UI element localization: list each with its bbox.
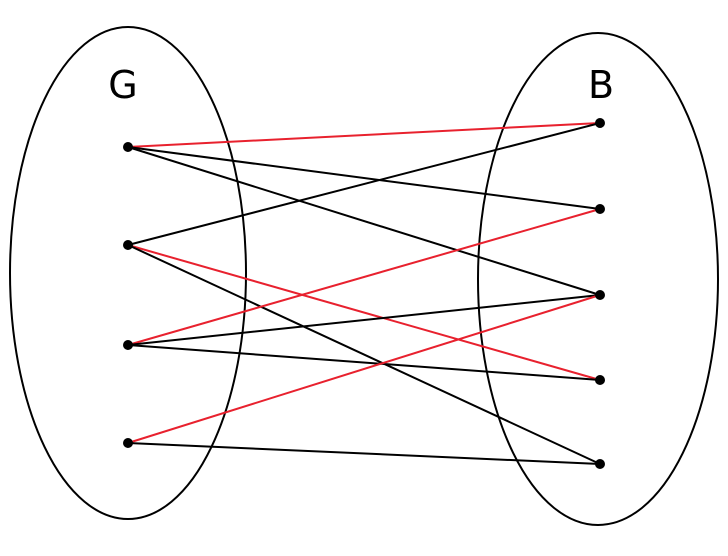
vertex-b1 (595, 118, 605, 128)
vertex-g1 (123, 142, 133, 152)
edge-g3-b2-matched (127, 208, 601, 346)
set-b-label: B (588, 63, 614, 107)
set-g-outline (9, 26, 247, 520)
edge-g4-b3-matched (127, 294, 601, 444)
vertex-b4 (595, 375, 605, 385)
edge-g2-b4-matched (127, 244, 601, 381)
vertex-b2 (595, 204, 605, 214)
edge-g3-b3 (127, 294, 601, 346)
edges (127, 122, 601, 465)
vertex-b3 (595, 290, 605, 300)
vertex-g2 (123, 240, 133, 250)
edge-g1-b3 (127, 146, 601, 296)
set-g-label: G (108, 63, 137, 107)
edge-g2-b1 (127, 122, 601, 246)
vertex-b5 (595, 459, 605, 469)
edge-g1-b1-matched (127, 122, 601, 148)
vertex-g4 (123, 438, 133, 448)
edge-g3-b4 (127, 344, 601, 381)
vertices (123, 118, 605, 469)
vertex-g3 (123, 340, 133, 350)
edge-g1-b2 (127, 146, 601, 210)
edge-g2-b5 (127, 244, 601, 465)
set-b-outline (477, 32, 719, 526)
edge-g4-b5 (127, 442, 601, 465)
